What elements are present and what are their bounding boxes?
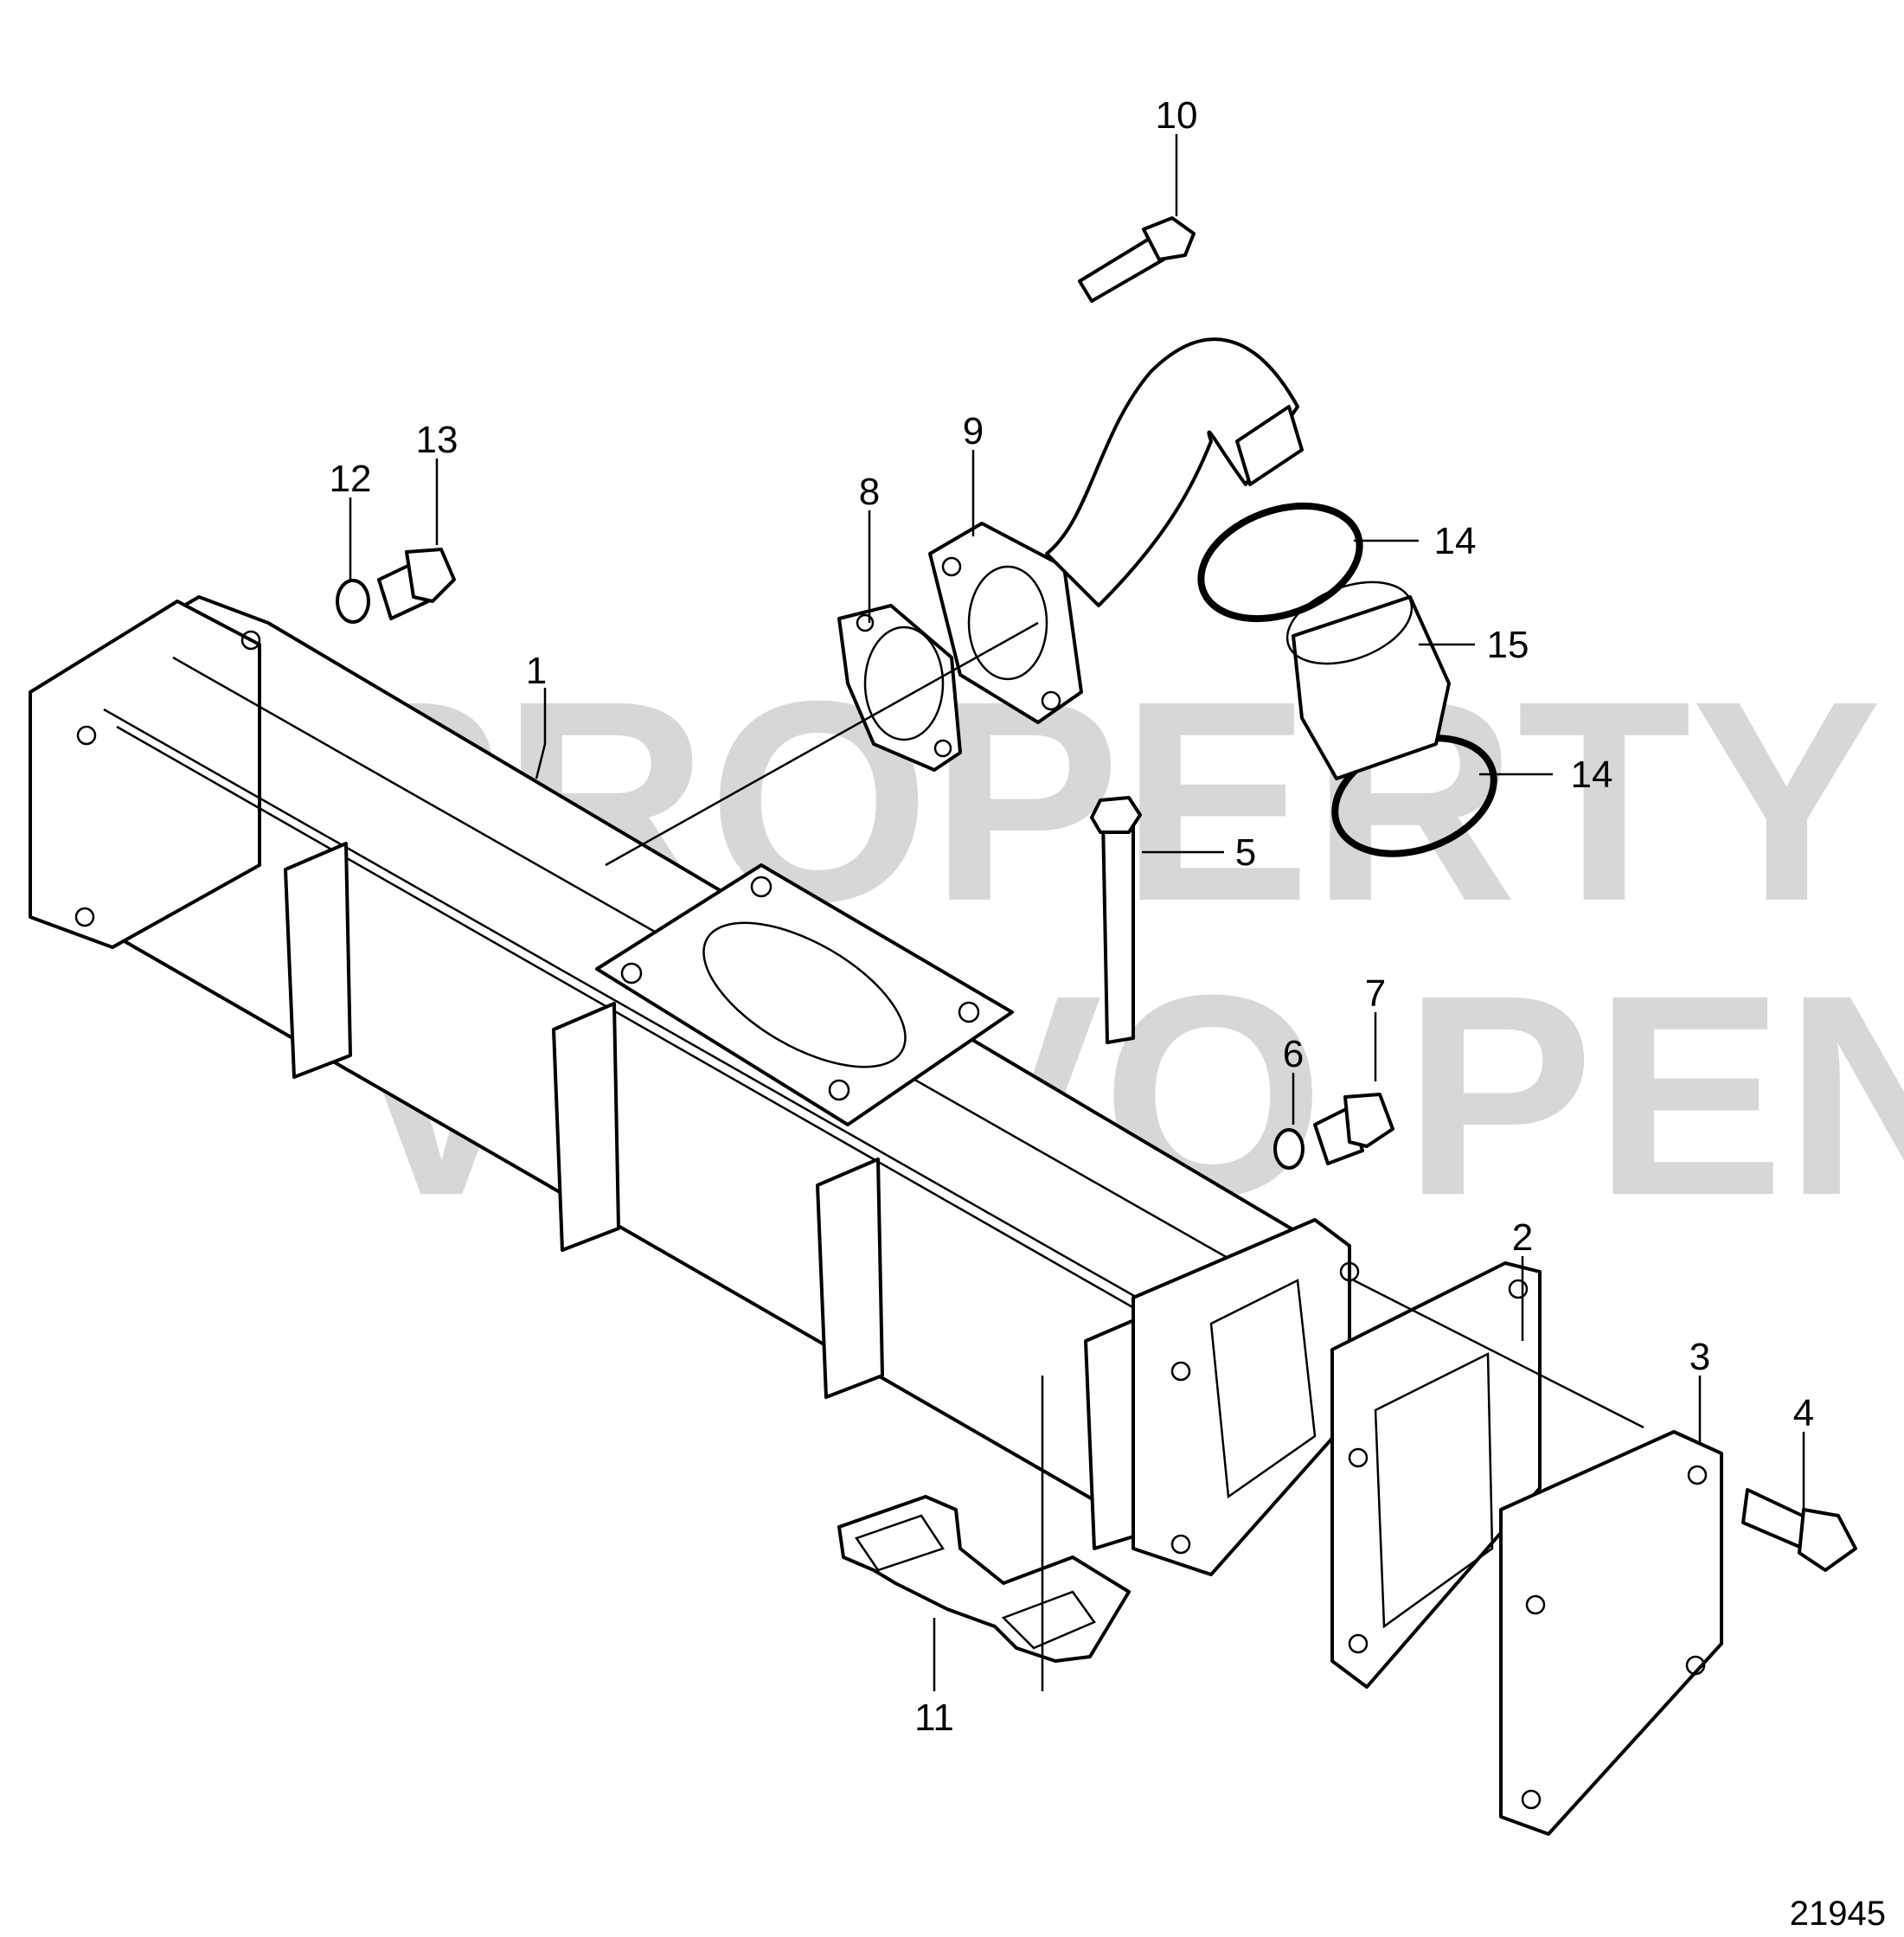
part-6-washer: [1273, 1128, 1305, 1170]
part-7-plug: [1313, 1093, 1394, 1165]
callout-10: 10: [1156, 94, 1198, 137]
callout-5: 5: [1235, 831, 1256, 874]
callout-14-upper: 14: [1434, 520, 1477, 562]
callout-labels: 1 2 3 4 5 6 7 8 9 10 11 12 13 14 14 15: [330, 94, 1815, 1739]
part-15-sleeve: [1285, 580, 1451, 780]
callout-13: 13: [416, 419, 458, 461]
part-9-exhaust-elbow: [928, 337, 1304, 724]
leader-lines: [349, 134, 1805, 1691]
part-3-cover-plate: [1499, 1430, 1723, 1836]
part-8-flange-gasket: [837, 604, 962, 772]
part-14-o-ring-upper: [1197, 502, 1363, 623]
callout-9: 9: [963, 410, 984, 452]
part-12-washer: [336, 579, 370, 624]
callout-11: 11: [914, 1696, 954, 1739]
callout-8: 8: [859, 471, 880, 513]
callout-1: 1: [526, 650, 547, 692]
callout-2: 2: [1512, 1216, 1533, 1259]
callout-3: 3: [1689, 1336, 1710, 1378]
callout-14-lower: 14: [1571, 754, 1613, 796]
part-4-screw: [1741, 1488, 1857, 1572]
figure-number: 21945: [1790, 1895, 1886, 1933]
callout-6: 6: [1283, 1033, 1304, 1075]
callout-12: 12: [330, 458, 372, 500]
part-13-plug: [377, 548, 456, 620]
callout-7: 7: [1365, 972, 1386, 1015]
part-5-bolt: [1090, 796, 1142, 1044]
part-2-gasket: [1330, 1261, 1542, 1689]
callout-4: 4: [1793, 1392, 1814, 1434]
part-11-gasket: [837, 1495, 1131, 1663]
callout-15: 15: [1487, 624, 1529, 666]
part-10-bolt: [1078, 216, 1196, 303]
